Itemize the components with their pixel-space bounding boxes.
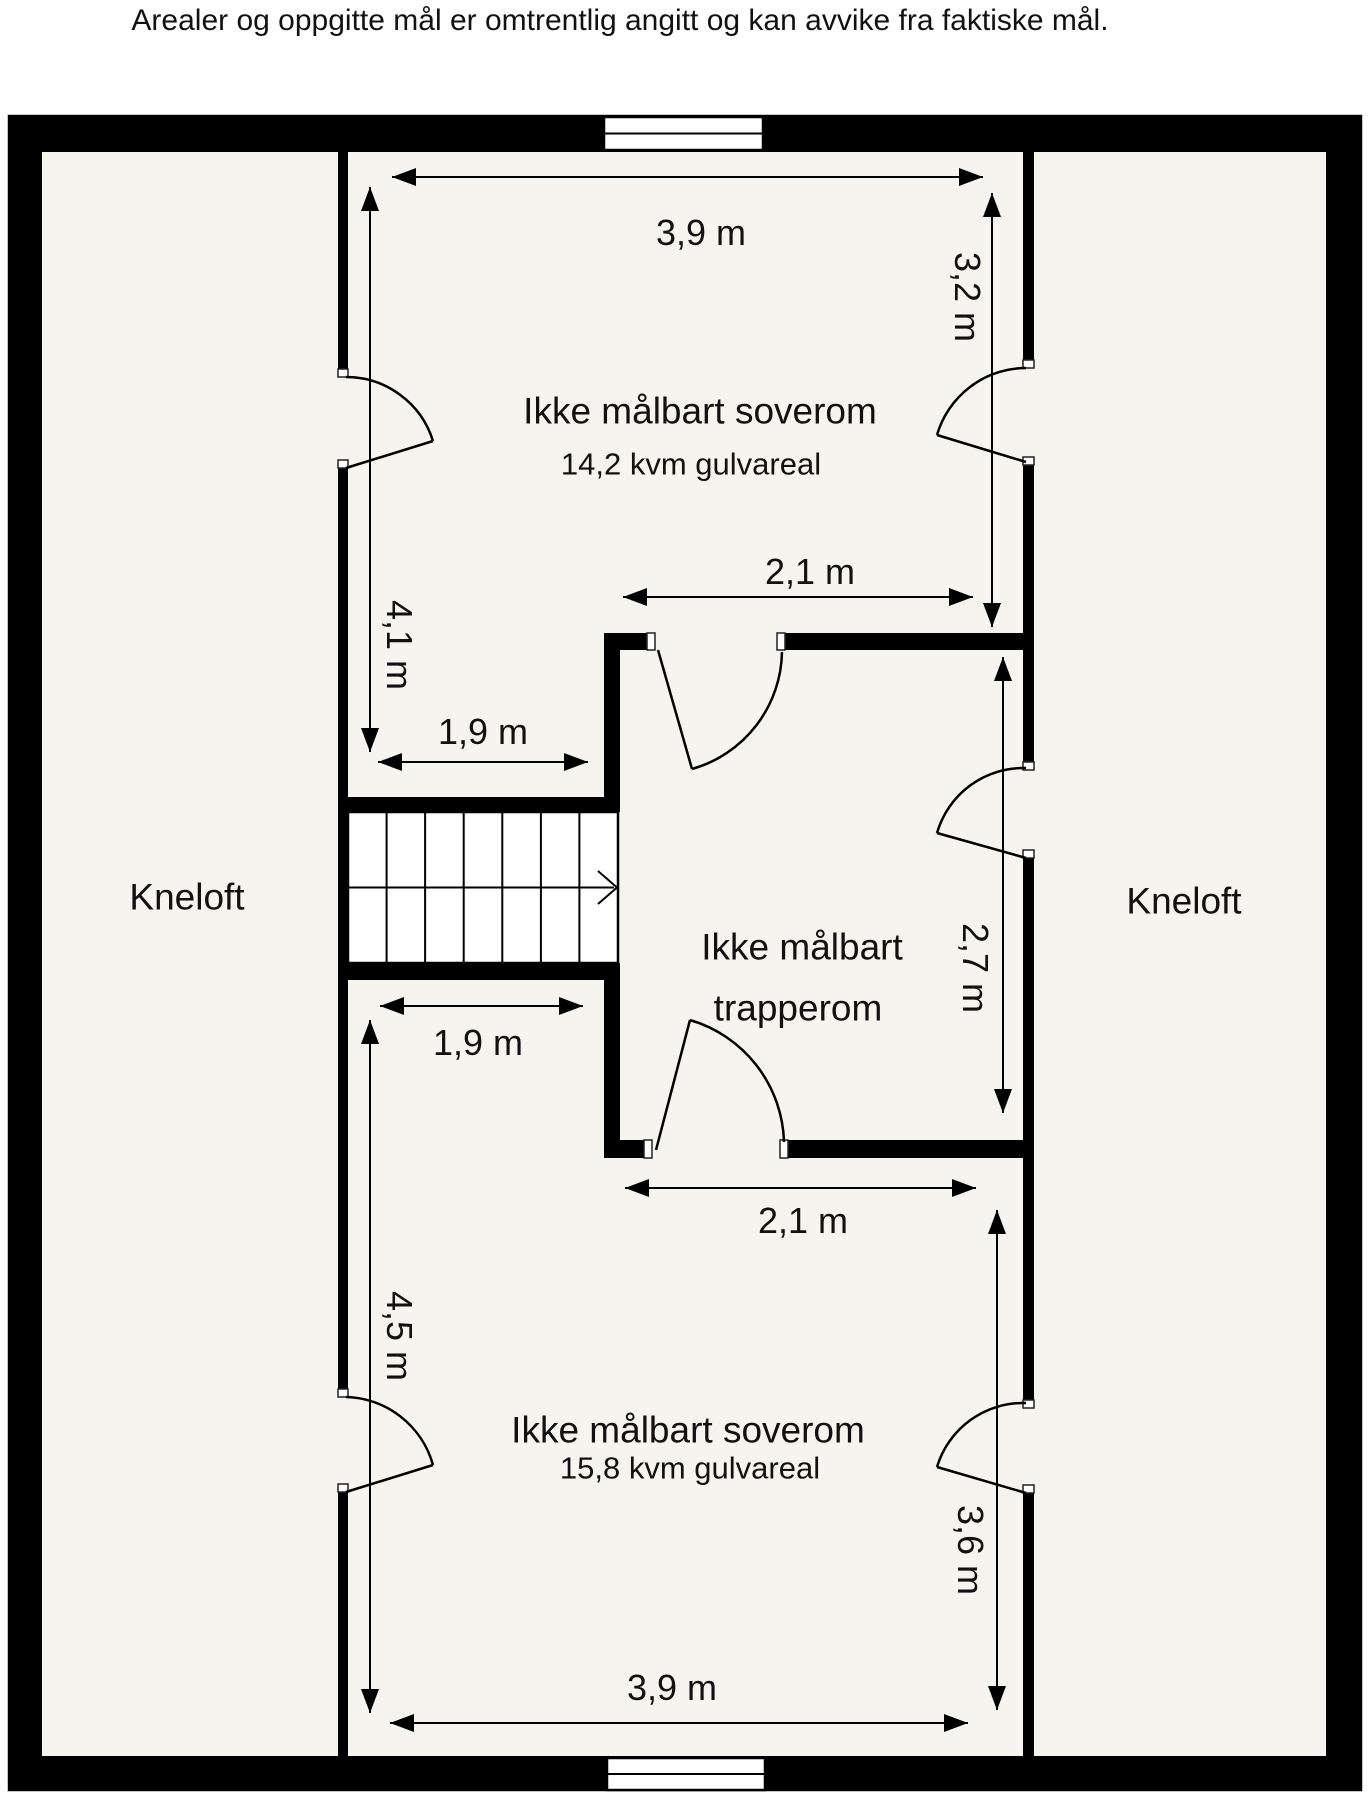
doors	[345, 366, 1027, 1495]
door-top-left	[345, 375, 435, 470]
outer-walls	[8, 115, 1362, 1791]
dim-label-stair-room-bottom: 2,1 m	[757, 1200, 849, 1241]
dim-label-top-width: 3,9 m	[655, 212, 747, 253]
dim-label-stair-room-top: 2,1 m	[764, 551, 856, 592]
room-label-stair-room-line2: trapperom	[713, 987, 883, 1029]
dim-arrow-nook-bottom-width	[380, 997, 583, 1015]
dim-arrow-stair-room-height	[994, 657, 1012, 1113]
interior-walls	[338, 152, 1034, 1757]
door-bottom-left	[345, 1395, 435, 1494]
dim-label-bottom-right-height: 3,6 m	[950, 1504, 991, 1596]
dim-label-stair-room-height: 2,7 m	[955, 922, 996, 1014]
dim-arrow-bottom-right-height	[988, 1210, 1006, 1710]
window-bottom	[605, 1756, 767, 1792]
dim-arrow-bottom-left-height	[361, 1020, 379, 1713]
staircase	[346, 810, 620, 965]
dim-arrow-bottom-width	[390, 1714, 968, 1732]
door-stair-room-right	[935, 766, 1027, 860]
dim-arrow-top-left-height	[361, 187, 379, 752]
room-area-bedroom-bottom: 15,8 kvm gulvareal	[559, 1450, 821, 1486]
dim-label-nook-bottom: 1,9 m	[432, 1022, 524, 1063]
floor-area	[7, 114, 1363, 1792]
room-label-bedroom-bottom: Ikke målbart soverom	[511, 1409, 865, 1451]
dim-label-top-left-height: 4,1 m	[379, 599, 420, 691]
dim-label-top-right-height: 3,2 m	[947, 251, 988, 343]
door-stair-room-bottom	[654, 1018, 786, 1151]
door-top-right	[935, 366, 1027, 464]
dim-arrow-top-width	[392, 168, 983, 186]
stairs-direction-arrow	[597, 870, 619, 905]
dim-arrow-nook-top-width	[378, 753, 588, 771]
room-label-kneloft-right: Kneloft	[1126, 880, 1242, 922]
dim-arrow-stair-room-bottom-width	[625, 1179, 976, 1197]
room-label-stair-room-line1: Ikke målbart	[701, 926, 903, 968]
dim-arrow-stair-room-top-width	[623, 588, 973, 606]
door-jambs	[337, 359, 1035, 1494]
room-label-bedroom-top: Ikke målbart soverom	[523, 390, 877, 432]
room-label-kneloft-left: Kneloft	[129, 876, 245, 918]
dim-label-bottom-width: 3,9 m	[626, 1667, 718, 1708]
dim-arrow-top-right-height	[983, 193, 1001, 627]
dim-label-bottom-left-height: 4,5 m	[379, 1290, 420, 1382]
room-area-bedroom-top: 14,2 kvm gulvareal	[560, 446, 822, 482]
dim-label-nook-top: 1,9 m	[437, 711, 529, 752]
door-bottom-right	[935, 1401, 1027, 1495]
disclaimer-text: Arealer og oppgitte mål er omtrentlig an…	[131, 4, 1109, 37]
door-stair-room-top	[656, 649, 784, 771]
dimension-arrows	[361, 168, 1012, 1732]
window-top	[602, 115, 765, 152]
